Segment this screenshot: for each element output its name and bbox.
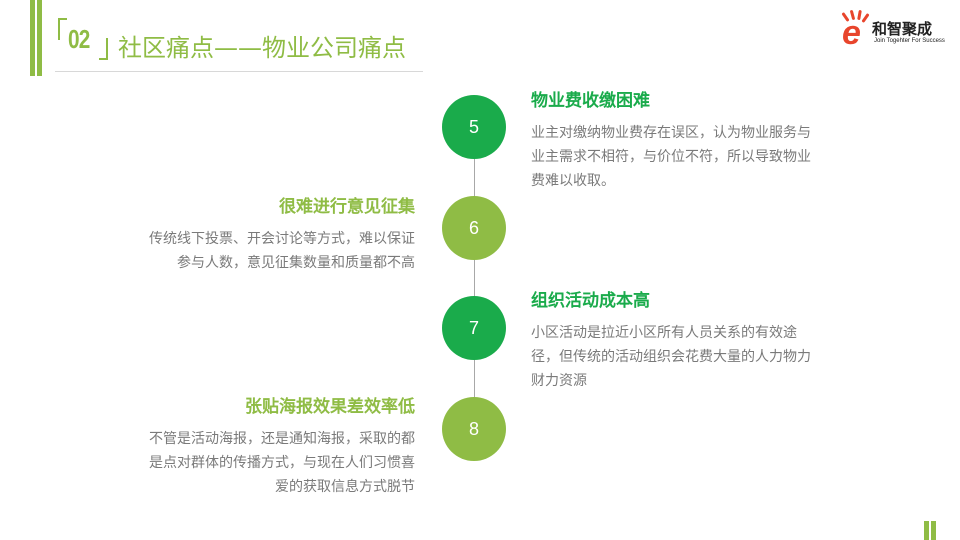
- pain-point-title: 张贴海报效果差效率低: [245, 397, 415, 417]
- pain-point-title: 很难进行意见征集: [279, 197, 415, 217]
- logo-name: 和智聚成: [872, 20, 933, 38]
- close-bracket-decor: [99, 38, 108, 60]
- pain-point-description: 小区活动是拉近小区所有人员关系的有效途径，但传统的活动组织会花费大量的人力物力财…: [531, 325, 811, 389]
- node-number: 7: [468, 317, 479, 338]
- open-bracket-decor: [58, 18, 67, 40]
- pain-point-8: 张贴海报效果差效率低 不管是活动海报，还是通知海报，采取的都是点对群体的传播方式…: [137, 395, 415, 499]
- node-number: 8: [468, 418, 479, 439]
- pain-point-6: 很难进行意见征集 传统线下投票、开会讨论等方式，难以保证参与人数，意见征集数量和…: [137, 195, 415, 275]
- logo-ray-decor: [861, 13, 870, 23]
- left-accent-bar-1: [30, 0, 35, 76]
- timeline-node-6: 6: [442, 196, 506, 260]
- left-accent-bar-2: [37, 0, 42, 76]
- timeline-node-5: 5: [442, 95, 506, 159]
- bottom-accent-bar-1: [924, 521, 929, 540]
- pain-point-description: 传统线下投票、开会讨论等方式，难以保证参与人数，意见征集数量和质量都不高: [149, 231, 415, 271]
- timeline-connector: [474, 128, 475, 428]
- page-title: 社区痛点——物业公司痛点: [118, 34, 406, 62]
- pain-point-title: 组织活动成本高: [531, 291, 650, 311]
- section-number: 02: [68, 24, 90, 54]
- logo-tagline: Join Togehter For Success: [874, 38, 945, 44]
- pain-point-title: 物业费收缴困难: [531, 91, 650, 111]
- timeline-node-7: 7: [442, 296, 506, 360]
- logo-e-mark: e: [842, 14, 861, 52]
- pain-point-description: 业主对缴纳物业费存在误区，认为物业服务与业主需求不相符，与价位不符，所以导致物业…: [531, 125, 811, 189]
- pain-point-5: 物业费收缴困难 业主对缴纳物业费存在误区，认为物业服务与业主需求不相符，与价位不…: [531, 89, 811, 193]
- company-logo: e 和智聚成 Join Togehter For Success: [838, 9, 948, 52]
- node-number: 5: [468, 116, 479, 137]
- pain-point-description: 不管是活动海报，还是通知海报，采取的都是点对群体的传播方式，与现在人们习惯喜爱的…: [149, 431, 415, 495]
- bottom-accent-bar-2: [931, 521, 936, 540]
- node-number: 6: [468, 217, 479, 238]
- timeline-node-8: 8: [442, 397, 506, 461]
- title-divider: [55, 71, 423, 72]
- pain-point-7: 组织活动成本高 小区活动是拉近小区所有人员关系的有效途径，但传统的活动组织会花费…: [531, 289, 811, 393]
